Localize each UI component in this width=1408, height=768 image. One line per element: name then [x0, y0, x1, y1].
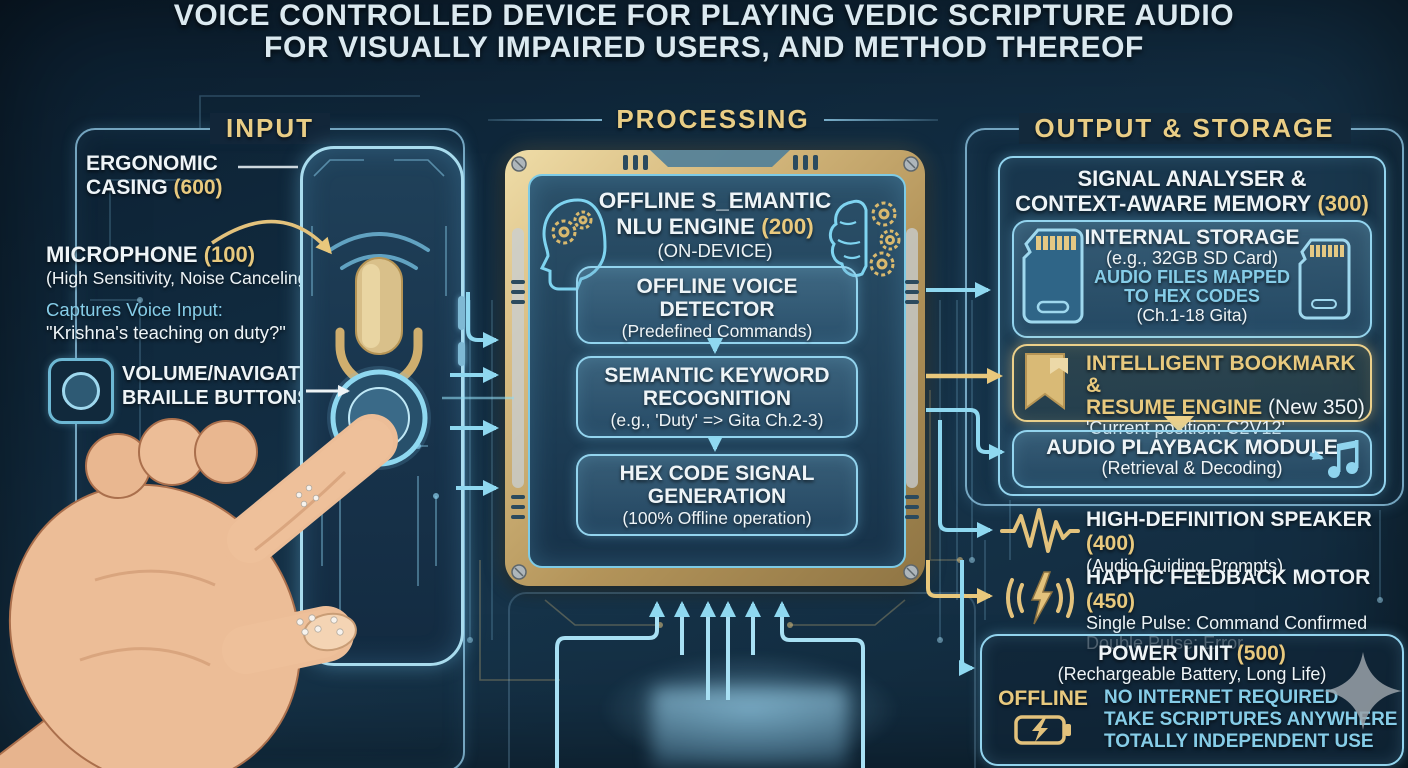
- sparkle-icon: [1324, 652, 1402, 730]
- header-line-left: [488, 118, 603, 121]
- battery-charging-icon: [1014, 715, 1071, 745]
- processing-header: PROCESSING: [616, 104, 810, 134]
- bottom-connector-panel: [508, 592, 976, 768]
- speaker-label: HIGH-DEFINITION SPEAKER (400) (Audio Gui…: [1086, 508, 1372, 576]
- output-header: OUTPUT & STORAGE: [1018, 113, 1351, 144]
- device-side-button: [458, 342, 465, 366]
- title-line-2: FOR VISUALLY IMPAIRED USERS, AND METHOD …: [264, 31, 1144, 64]
- power-unit-box: POWER UNIT (500) (Rechargeable Battery, …: [980, 634, 1404, 766]
- signal-analyser-box: SIGNAL ANALYSER & CONTEXT-AWARE MEMORY (…: [998, 156, 1386, 496]
- braille-button-icon: [48, 358, 114, 424]
- diagram-title: VOICE CONTROLLED DEVICE FOR PLAYING VEDI…: [0, 0, 1408, 64]
- nlu-engine-title: OFFLINE S_EMANTIC NLU ENGINE (200) (ON-D…: [598, 188, 832, 261]
- processing-inner-panel: [528, 174, 906, 568]
- bookmark-connector-arrow: [1164, 416, 1194, 432]
- waveform-icon: [1000, 508, 1080, 553]
- offline-label: OFFLINE: [998, 686, 1088, 710]
- frame-details: [511, 150, 919, 580]
- bookmark-icon: [1025, 353, 1068, 410]
- screw-icon: [511, 156, 919, 580]
- sd-card-icon: [1022, 228, 1084, 324]
- sd-card-icon: [1298, 238, 1351, 320]
- hand-pressing-button: [0, 414, 398, 768]
- processing-header-row: PROCESSING: [488, 104, 938, 135]
- title-line-1: VOICE CONTROLLED DEVICE FOR PLAYING VEDI…: [173, 0, 1235, 32]
- haptic-pulse-icon: [1006, 571, 1074, 625]
- brain-gears-icon: [828, 199, 901, 278]
- microphone-label: MICROPHONE (100) (High Sensitivity, Nois…: [46, 242, 314, 288]
- music-note-icon: [1309, 440, 1359, 478]
- device-side-button: [458, 296, 465, 330]
- input-header: INPUT: [210, 113, 330, 144]
- input-panel: INPUT: [75, 113, 465, 768]
- voice-capture-label: Captures Voice Input: "Krishna's teachin…: [46, 299, 286, 343]
- connector-core-glow: [652, 688, 848, 768]
- head-gears-icon: [539, 198, 607, 291]
- ergonomic-casing-label: ERGONOMIC CASING (600): [86, 152, 223, 199]
- offline-benefits: NO INTERNET REQUIRED TAKE SCRIPTURES ANY…: [1104, 686, 1398, 752]
- braille-dots: [295, 484, 344, 636]
- output-panel: OUTPUT & STORAGE: [965, 113, 1404, 506]
- header-line-right: [823, 118, 938, 121]
- braille-buttons-label: VOLUME/NAVIGATION BRAILLE BUTTONS: [122, 363, 336, 409]
- bookmark-box: INTELLIGENT BOOKMARK & RESUME ENGINE (Ne…: [1012, 344, 1372, 438]
